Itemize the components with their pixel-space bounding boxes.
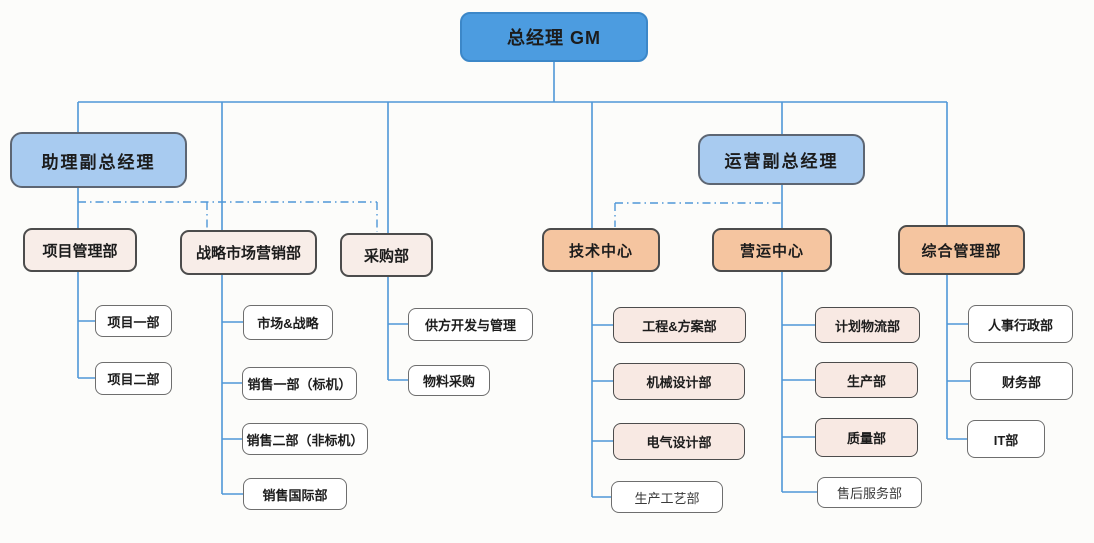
node-project-management-dept: 项目管理部 bbox=[23, 228, 137, 272]
node-gm: 总经理 GM bbox=[460, 12, 648, 62]
node-assistant-deputy-gm: 助理副总经理 bbox=[10, 132, 187, 188]
dashdot-connectors bbox=[78, 201, 782, 232]
node-production-process-dept: 生产工艺部 bbox=[611, 481, 723, 513]
node-strategic-marketing-dept: 战略市场营销部 bbox=[180, 230, 317, 275]
node-quality-dept: 质量部 bbox=[815, 418, 918, 457]
node-operations-deputy-gm: 运营副总经理 bbox=[698, 134, 865, 185]
node-technology-center: 技术中心 bbox=[542, 228, 660, 272]
node-project-dept-1: 项目一部 bbox=[95, 305, 172, 337]
node-international-sales-dept: 销售国际部 bbox=[243, 478, 347, 510]
node-market-strategy: 市场&战略 bbox=[243, 305, 333, 340]
node-planning-logistics-dept: 计划物流部 bbox=[815, 307, 920, 343]
node-finance-dept: 财务部 bbox=[970, 362, 1073, 400]
node-general-management-dept: 综合管理部 bbox=[898, 225, 1025, 275]
solid-connectors bbox=[77, 62, 970, 498]
node-sales-dept-2-nonstandard: 销售二部（非标机） bbox=[242, 423, 368, 455]
node-material-purchasing: 物料采购 bbox=[408, 365, 490, 396]
node-it-dept: IT部 bbox=[967, 420, 1045, 458]
node-operations-center: 营运中心 bbox=[712, 228, 832, 272]
node-mechanical-design-dept: 机械设计部 bbox=[613, 363, 745, 400]
node-project-dept-2: 项目二部 bbox=[95, 362, 172, 395]
node-supplier-development-management: 供方开发与管理 bbox=[408, 308, 533, 341]
node-production-dept: 生产部 bbox=[815, 362, 918, 398]
node-electrical-design-dept: 电气设计部 bbox=[613, 423, 745, 460]
node-procurement-dept: 采购部 bbox=[340, 233, 433, 277]
node-hr-admin-dept: 人事行政部 bbox=[968, 305, 1073, 343]
node-sales-dept-1-standard: 销售一部（标机） bbox=[242, 367, 357, 400]
node-after-sales-service-dept: 售后服务部 bbox=[817, 477, 922, 508]
node-engineering-solution-dept: 工程&方案部 bbox=[613, 307, 746, 343]
